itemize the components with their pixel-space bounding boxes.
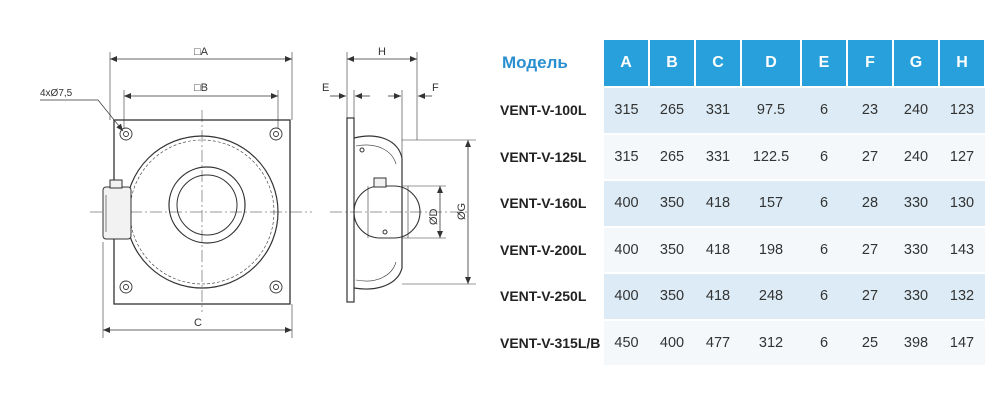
table-row: VENT-V-125L 315 265 331 122.5 6 27 240 1… [496, 132, 985, 180]
value-b: 350 [649, 272, 695, 320]
terminal-box [102, 179, 132, 240]
value-f: 27 [847, 272, 893, 320]
value-c: 477 [695, 318, 741, 365]
side-view [330, 52, 476, 303]
value-d: 97.5 [741, 86, 801, 134]
model-column-header: Модель [502, 53, 568, 72]
model-cell: VENT-V-125L [496, 132, 604, 180]
value-a: 315 [604, 86, 649, 134]
value-e: 6 [801, 86, 847, 134]
value-d: 157 [741, 179, 801, 227]
value-h: 123 [939, 86, 985, 134]
value-g: 240 [893, 86, 939, 134]
dim-f-label: F [432, 82, 439, 94]
value-b: 350 [649, 179, 695, 227]
value-h: 130 [939, 179, 985, 227]
value-a: 315 [604, 132, 649, 180]
column-header-h: H [939, 40, 986, 87]
mounting-holes [119, 127, 283, 294]
value-e: 6 [801, 132, 847, 180]
value-f: 27 [847, 225, 893, 273]
dim-e-label: E [322, 82, 329, 94]
dim-a-label: □A [194, 46, 209, 58]
dim-h-label: H [378, 46, 386, 58]
dim-g-label: ØG [456, 203, 468, 220]
model-cell: VENT-V-200L [496, 225, 604, 273]
model-cell: VENT-V-100L [496, 86, 604, 134]
value-b: 265 [649, 86, 695, 134]
value-a: 400 [604, 272, 649, 320]
table-row: VENT-V-250L 400 350 418 248 6 27 330 132 [496, 272, 985, 320]
value-h: 143 [939, 225, 985, 273]
value-f: 27 [847, 132, 893, 180]
value-d: 198 [741, 225, 801, 273]
dim-d-label: ØD [428, 208, 440, 225]
value-c: 418 [695, 179, 741, 227]
value-e: 6 [801, 318, 847, 365]
value-g: 398 [893, 318, 939, 365]
column-header-a: A [604, 40, 650, 87]
table-row: VENT-V-315L/B 450 400 477 312 6 25 398 1… [496, 318, 985, 365]
table-row: VENT-V-200L 400 350 418 198 6 27 330 143 [496, 225, 985, 273]
value-d: 122.5 [741, 132, 801, 180]
value-g: 330 [893, 179, 939, 227]
value-c: 331 [695, 86, 741, 134]
column-header-g: G [893, 40, 940, 87]
value-f: 28 [847, 179, 893, 227]
value-b: 265 [649, 132, 695, 180]
value-e: 6 [801, 179, 847, 227]
technical-drawing: □A □B C 4xØ7,5 [40, 46, 476, 338]
value-b: 350 [649, 225, 695, 273]
dim-b-label: □B [194, 82, 208, 94]
value-d: 248 [741, 272, 801, 320]
value-e: 6 [801, 225, 847, 273]
table-row: VENT-V-160L 400 350 418 157 6 28 330 130 [496, 179, 985, 227]
value-a: 450 [604, 318, 649, 365]
value-c: 418 [695, 225, 741, 273]
column-header-d: D [741, 40, 802, 87]
side-flange-plate [346, 117, 355, 303]
column-header-c: C [695, 40, 742, 87]
value-g: 330 [893, 272, 939, 320]
value-g: 330 [893, 225, 939, 273]
value-f: 23 [847, 86, 893, 134]
value-h: 147 [939, 318, 985, 365]
dim-c-label: C [194, 317, 202, 329]
value-f: 25 [847, 318, 893, 365]
value-g: 240 [893, 132, 939, 180]
front-view [40, 52, 312, 338]
value-h: 127 [939, 132, 985, 180]
duct-spigot [168, 166, 246, 244]
value-e: 6 [801, 272, 847, 320]
value-h: 132 [939, 272, 985, 320]
column-header-f: F [847, 40, 894, 87]
value-a: 400 [604, 179, 649, 227]
model-cell: VENT-V-315L/B [496, 318, 604, 365]
model-cell: VENT-V-250L [496, 272, 604, 320]
side-housing [353, 135, 403, 290]
model-cell: VENT-V-160L [496, 179, 604, 227]
value-d: 312 [741, 318, 801, 365]
table-header-row: Модель A B C D E F G H [496, 40, 986, 87]
value-c: 418 [695, 272, 741, 320]
column-header-e: E [801, 40, 848, 87]
value-b: 400 [649, 318, 695, 365]
dimensions-table: Модель A B C D E F G H VENT-V-100L 315 2… [496, 40, 986, 365]
holes-label: 4xØ7,5 [40, 88, 73, 99]
column-header-b: B [649, 40, 696, 87]
value-c: 331 [695, 132, 741, 180]
table-row: VENT-V-100L 315 265 331 97.5 6 23 240 12… [496, 86, 985, 134]
value-a: 400 [604, 225, 649, 273]
